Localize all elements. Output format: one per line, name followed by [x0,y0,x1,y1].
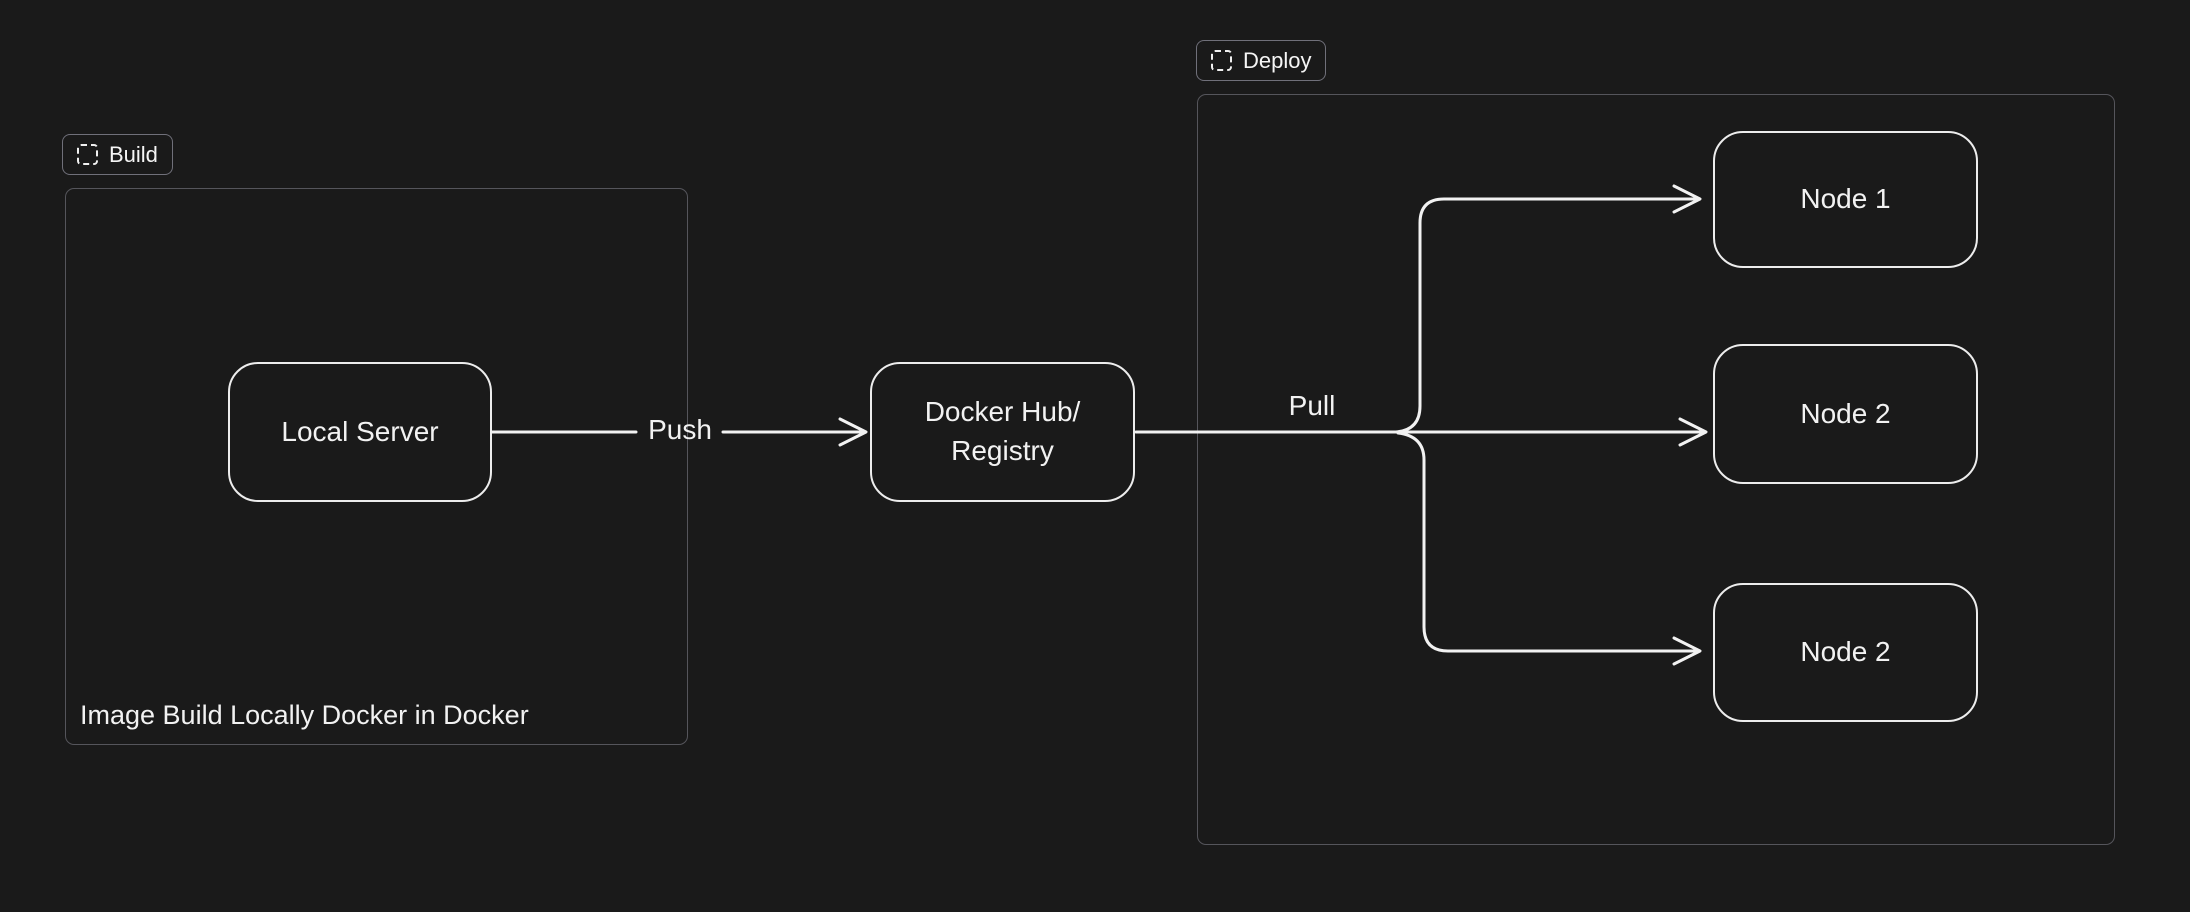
pull-arrow-up[interactable] [1394,184,1702,434]
node-3-box[interactable]: Node 2 [1713,583,1978,722]
deploy-frame-label[interactable]: Deploy [1196,40,1327,81]
docker-hub-registry-box[interactable]: Docker Hub/ Registry [870,362,1135,502]
frame-icon [1211,50,1232,71]
push-arrow-label[interactable]: Push [648,414,712,445]
push-arrow[interactable] [490,417,868,447]
build-frame-label[interactable]: Build [62,134,173,175]
build-frame[interactable] [65,188,688,745]
deploy-frame[interactable] [1197,94,2115,845]
pull-arrow-middle[interactable] [1134,417,1708,447]
node-1-box[interactable]: Node 1 [1713,131,1978,268]
build-frame-caption[interactable]: Image Build Locally Docker in Docker [80,700,529,730]
frame-icon [77,144,98,165]
pull-arrow-down[interactable] [1396,431,1702,666]
build-frame-label-text: Build [109,141,158,167]
deploy-frame-label-text: Deploy [1243,47,1312,73]
pull-arrow-label[interactable]: Pull [1288,390,1336,421]
local-server-box[interactable]: Local Server [228,362,492,502]
node-2-box[interactable]: Node 2 [1713,344,1978,484]
